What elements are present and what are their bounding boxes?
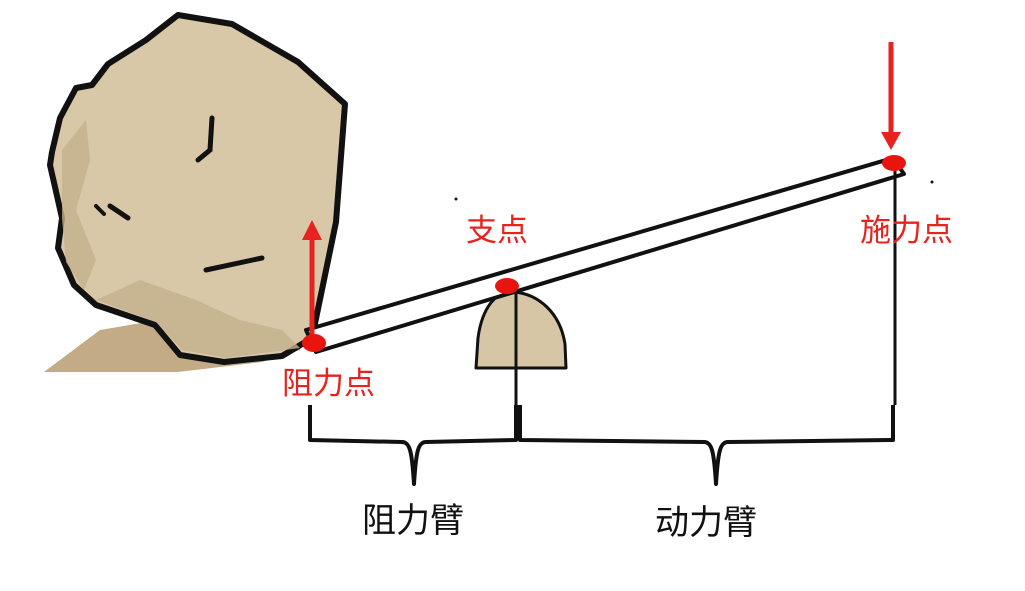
speck-2: [930, 180, 934, 184]
effort-point-label: 施力点: [860, 213, 953, 249]
rock-crack-2: [107, 203, 131, 221]
effort-point: [882, 155, 906, 171]
load-arm-brace: [308, 405, 518, 486]
rock-crack-3: [203, 255, 265, 273]
fulcrum-label: 支点: [466, 213, 528, 249]
load-arm-label: 阻力臂: [362, 501, 464, 541]
effort-force-arrow-head: [881, 132, 901, 150]
rock-crack-1: [195, 115, 215, 163]
rock-crack-4: [94, 204, 106, 216]
fulcrum-block: [474, 290, 568, 370]
load-point: [302, 334, 326, 352]
effort-arm-label: 动力臂: [655, 503, 757, 543]
load-point-label: 阻力点: [282, 366, 375, 402]
speck-1: [454, 197, 458, 201]
effort-arm-brace: [518, 405, 895, 486]
load-force-arrow-head: [302, 220, 322, 240]
rock-shading-left: [62, 120, 96, 290]
rock-shading-bottom: [96, 280, 300, 358]
lever-bar: [304, 156, 906, 354]
fulcrum-point: [495, 278, 519, 294]
